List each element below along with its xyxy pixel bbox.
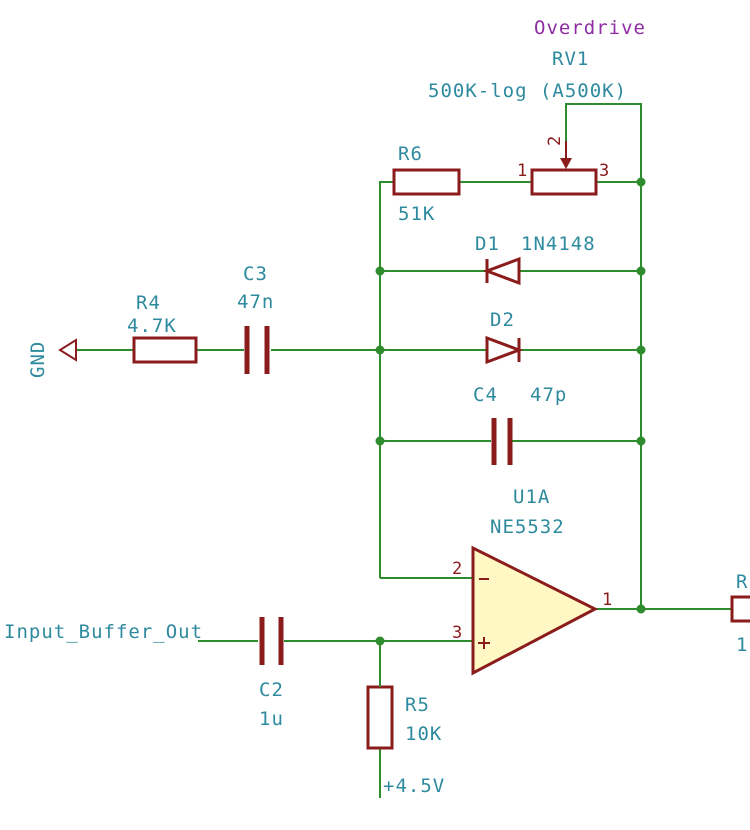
junctions xyxy=(375,177,646,646)
d2-ref: D2 xyxy=(490,309,515,331)
resistor-r4: R4 4.7K xyxy=(127,292,198,364)
junction xyxy=(636,345,646,355)
r4-ref: R4 xyxy=(136,292,161,314)
u1a-pin-out: 1 xyxy=(602,590,612,610)
potentiometer-rv1: 1 2 3 Overdrive RV1 500K-log (A500K) xyxy=(428,17,646,196)
u1a-ref: U1A xyxy=(513,486,550,508)
r-partial-value: 1 xyxy=(736,634,748,656)
r-partial-ref: R xyxy=(736,571,748,593)
u1a-body xyxy=(471,545,599,676)
r5-ref: R5 xyxy=(405,694,430,716)
u1a-pin-inv: 2 xyxy=(452,559,462,579)
r5-body xyxy=(366,685,394,750)
junction xyxy=(636,266,646,276)
rv1-pin2: 2 xyxy=(545,136,565,146)
c4-ref: C4 xyxy=(473,384,498,406)
d1-triangle xyxy=(482,256,521,286)
c3-ref: C3 xyxy=(243,263,268,285)
rv1-body xyxy=(530,168,598,196)
junction xyxy=(375,345,385,355)
c2-ref: C2 xyxy=(259,679,284,701)
bias-net: +4.5V xyxy=(383,775,445,797)
r4-value: 4.7K xyxy=(127,315,177,337)
rv1-pin1: 1 xyxy=(517,161,527,181)
ground-symbol: GND xyxy=(27,338,77,378)
r6-value: 51K xyxy=(398,203,435,225)
resistor-r5: R5 10K xyxy=(366,685,442,750)
junction xyxy=(375,436,385,446)
diode-d2: D2 xyxy=(485,309,524,365)
u1a-value: NE5532 xyxy=(490,516,565,538)
junction xyxy=(636,177,646,187)
capacitor-c4: C4 47p xyxy=(473,384,567,465)
d2-triangle xyxy=(485,335,524,365)
gnd-label: GND xyxy=(27,341,49,378)
r4-body xyxy=(132,336,198,364)
input-net: Input_Buffer_Out xyxy=(4,621,203,643)
u1a-pin-noninv: 3 xyxy=(452,623,462,643)
diode-d1: D1 1N4148 xyxy=(475,233,596,286)
wire-feedback-left-top xyxy=(379,181,394,578)
d1-value: 1N4148 xyxy=(521,233,596,255)
resistor-r6: R6 51K xyxy=(392,143,461,225)
bias-label: +4.5V xyxy=(383,775,445,797)
wires xyxy=(76,103,732,798)
input-net-label: Input_Buffer_Out xyxy=(4,621,203,643)
rv1-ref: RV1 xyxy=(552,48,589,70)
r6-body xyxy=(392,168,461,196)
r5-value: 10K xyxy=(405,723,442,745)
junction xyxy=(375,636,385,646)
capacitor-c2: C2 1u xyxy=(259,617,284,730)
rv1-wiper-arrow xyxy=(560,158,572,169)
c2-value: 1u xyxy=(259,708,284,730)
d1-ref: D1 xyxy=(475,233,500,255)
capacitor-c3: C3 47n xyxy=(237,263,274,374)
rv1-pin3: 3 xyxy=(599,161,609,181)
junction xyxy=(375,266,385,276)
r-partial-body xyxy=(730,595,750,623)
junction xyxy=(636,436,646,446)
c3-value: 47n xyxy=(237,291,274,313)
resistor-partial: R 1 xyxy=(730,571,750,656)
c4-value: 47p xyxy=(530,384,567,406)
rv1-value: 500K-log (A500K) xyxy=(428,80,627,102)
r6-ref: R6 xyxy=(398,143,423,165)
junction xyxy=(636,604,646,614)
rv1-function-label: Overdrive xyxy=(534,17,646,39)
opamp-u1a: 2 3 1 U1A NE5532 xyxy=(452,486,612,676)
gnd-arrow xyxy=(58,338,77,362)
